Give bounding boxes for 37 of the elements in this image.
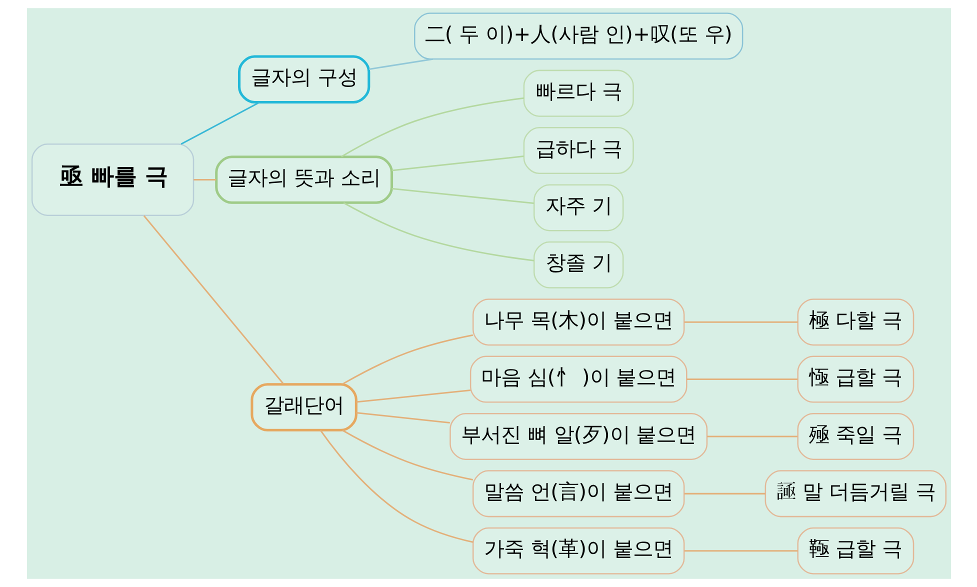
- node-box: 㥛 급할 극: [796, 356, 914, 403]
- connector: [684, 321, 798, 323]
- connector: [356, 412, 450, 424]
- connector: [686, 378, 798, 380]
- connector: [142, 215, 284, 384]
- connector: [193, 178, 216, 181]
- connector: [684, 492, 765, 494]
- node-box: 二( 두 이)+人(사람 인)+叹(또 우): [414, 12, 743, 60]
- node-box: 마음 심(忄 )이 붙으면: [469, 356, 687, 403]
- connector: [706, 436, 798, 438]
- node-box: 글자의 구성: [237, 55, 370, 104]
- node-box: 자주 기: [532, 184, 624, 232]
- node-box: 갈래단어: [250, 383, 357, 432]
- node-box: 䩯 급할 극: [796, 527, 914, 574]
- node-box: 가죽 혁(革)이 붙으면: [472, 527, 684, 574]
- node-box: 급하다 극: [522, 127, 634, 174]
- connector: [342, 334, 472, 385]
- connector: [180, 102, 260, 145]
- node-box: 창졸 기: [532, 241, 624, 288]
- connector: [319, 430, 473, 543]
- node-box: 極 다할 극: [796, 298, 914, 346]
- connector: [356, 390, 470, 403]
- connector: [368, 58, 432, 70]
- node-box: 글자의 뜻과 소리: [214, 156, 393, 204]
- node-box: 𧩦 말 더듬거릴 극: [764, 470, 946, 518]
- node-box: 나무 목(木)이 붙으면: [472, 298, 684, 346]
- node-box: 빠르다 극: [522, 70, 634, 117]
- connector: [684, 550, 798, 552]
- node-box: 亟 빠를 극: [30, 144, 194, 216]
- node-box: 부서진 뼈 알(歹)이 붙으면: [449, 412, 708, 460]
- connector: [391, 156, 524, 172]
- connector: [342, 202, 534, 262]
- connector: [342, 430, 473, 480]
- connector: [391, 188, 534, 204]
- connector: [340, 97, 524, 158]
- node-box: 말씀 언(言)이 붙으면: [472, 470, 684, 518]
- node-box: 殛 죽일 극: [796, 412, 914, 460]
